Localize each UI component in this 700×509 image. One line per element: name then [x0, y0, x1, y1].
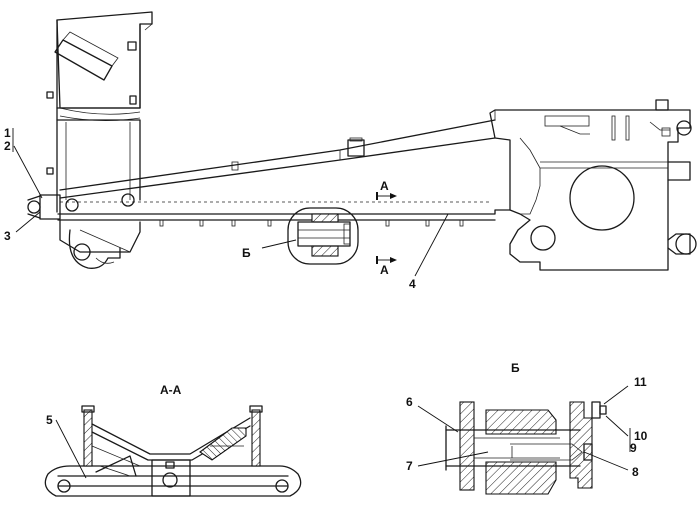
callout-5: 5	[46, 413, 53, 427]
main-view-leaders	[13, 145, 449, 277]
label-ticks	[12, 128, 631, 452]
detail-mark-label: Б	[242, 246, 251, 260]
main-beam	[57, 119, 511, 227]
section-title: А-А	[160, 383, 182, 397]
right-end-bracket	[489, 99, 697, 271]
callout-6: 6	[406, 395, 413, 409]
callout-9: 9	[630, 441, 637, 455]
section-cut-markers	[376, 192, 397, 264]
callout-3: 3	[4, 229, 11, 243]
detail-circle	[287, 207, 359, 265]
callout-8: 8	[632, 465, 639, 479]
section-cut-label-lower: А	[380, 263, 389, 277]
callout-7: 7	[406, 459, 413, 473]
callout-11: 11	[634, 375, 647, 389]
left-end-assembly	[27, 194, 141, 269]
main-view	[13, 11, 697, 277]
callout-1: 1	[4, 126, 11, 140]
callout-4: 4	[409, 277, 416, 291]
detail-title: Б	[511, 361, 520, 375]
vertical-column	[46, 11, 153, 213]
callout-10: 10	[634, 429, 648, 443]
detail-b-view	[417, 385, 629, 495]
callout-2: 2	[4, 139, 11, 153]
section-a-a-view	[44, 405, 302, 497]
labels: 1 2 3 4 5 6 7 8 9 10 11 А А Б А-А Б	[4, 126, 648, 479]
section-cut-label-upper: А	[380, 179, 389, 193]
